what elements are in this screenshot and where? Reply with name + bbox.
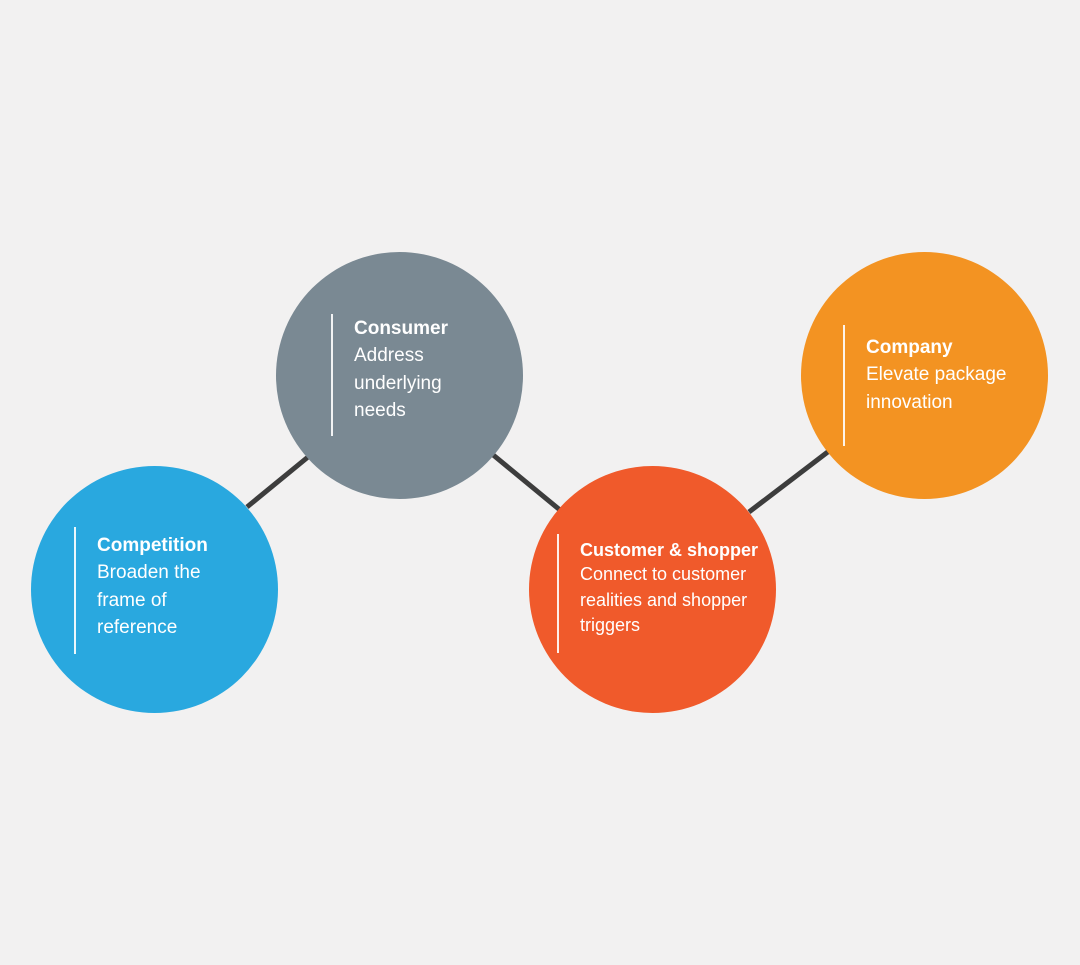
company-title: Company xyxy=(866,337,953,358)
customer-shopper-description: Connect to customer realities and shoppe… xyxy=(580,564,748,635)
consumer-title: Consumer xyxy=(354,318,448,339)
company-description: Elevate package innovation xyxy=(866,364,1007,413)
competition-node: Competition Broaden the frame of referen… xyxy=(31,466,278,713)
company-node: Company Elevate package innovation xyxy=(801,252,1048,499)
connector-customer-company xyxy=(747,449,831,514)
connector-competition-consumer xyxy=(245,455,310,509)
consumer-node: Consumer Address underlying needs xyxy=(276,252,523,499)
connector-consumer-customer xyxy=(490,452,562,512)
competition-title: Competition xyxy=(97,535,208,556)
customer-shopper-node: Customer & shopper Connect to customer r… xyxy=(529,466,776,713)
company-text-block: Company Elevate package innovation xyxy=(843,325,1041,446)
consumer-description: Address underlying needs xyxy=(354,345,442,421)
competition-description: Broaden the frame of reference xyxy=(97,562,201,638)
customer-shopper-text-block: Customer & shopper Connect to customer r… xyxy=(557,534,775,653)
consumer-text-block: Consumer Address underlying needs xyxy=(331,314,494,436)
competition-text-block: Competition Broaden the frame of referen… xyxy=(74,527,237,654)
customer-shopper-title: Customer & shopper xyxy=(580,540,759,560)
